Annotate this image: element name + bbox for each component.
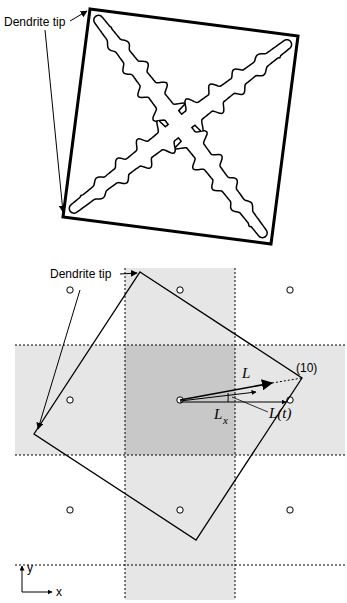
envelope-square	[63, 9, 298, 244]
direction-line	[272, 378, 302, 383]
callout-label: Dendrite tip	[4, 16, 65, 28]
dendrite-shape	[70, 16, 291, 237]
dendrite-fill	[174, 121, 267, 237]
cell-center	[287, 287, 293, 293]
cell-center	[177, 287, 183, 293]
axis-label: x	[56, 586, 62, 598]
vector-L	[180, 383, 272, 400]
leader-arrow	[38, 290, 80, 429]
dendrite-fill	[95, 16, 187, 131]
dendrite-arm	[175, 41, 291, 132]
dendrite-arm	[95, 16, 187, 131]
cell-center	[67, 287, 73, 293]
leader-arrow	[120, 273, 137, 274]
dendrite-arm	[174, 121, 267, 237]
vector-Lx	[180, 402, 286, 403]
vector-Lt	[180, 392, 256, 401]
dendrite-fill	[70, 120, 185, 212]
shaded-column	[125, 268, 235, 600]
callout-label: Dendrite tip	[50, 268, 111, 280]
subscript: x	[223, 415, 228, 426]
cell-centers	[67, 287, 293, 513]
grid-lines	[15, 268, 345, 600]
dendrite-fill	[175, 41, 291, 132]
direction-label: (10)	[296, 362, 317, 374]
envelope-square	[34, 272, 302, 540]
axis-x	[22, 592, 52, 593]
leader-line	[232, 397, 268, 412]
leader-arrow	[70, 11, 87, 21]
cell-center	[177, 507, 183, 513]
cell-center	[67, 397, 73, 403]
cell-center	[287, 507, 293, 513]
axis-y	[22, 566, 23, 592]
vector-label: L	[242, 366, 250, 381]
vector-label: L(t)	[269, 406, 292, 421]
shaded-row	[15, 345, 345, 455]
vector-label: L	[214, 407, 222, 422]
axis-label: y	[27, 562, 33, 574]
dendrite-arm	[70, 120, 185, 212]
cell-center	[67, 507, 73, 513]
leader-arrow	[45, 30, 63, 212]
angle-arc	[228, 393, 229, 402]
